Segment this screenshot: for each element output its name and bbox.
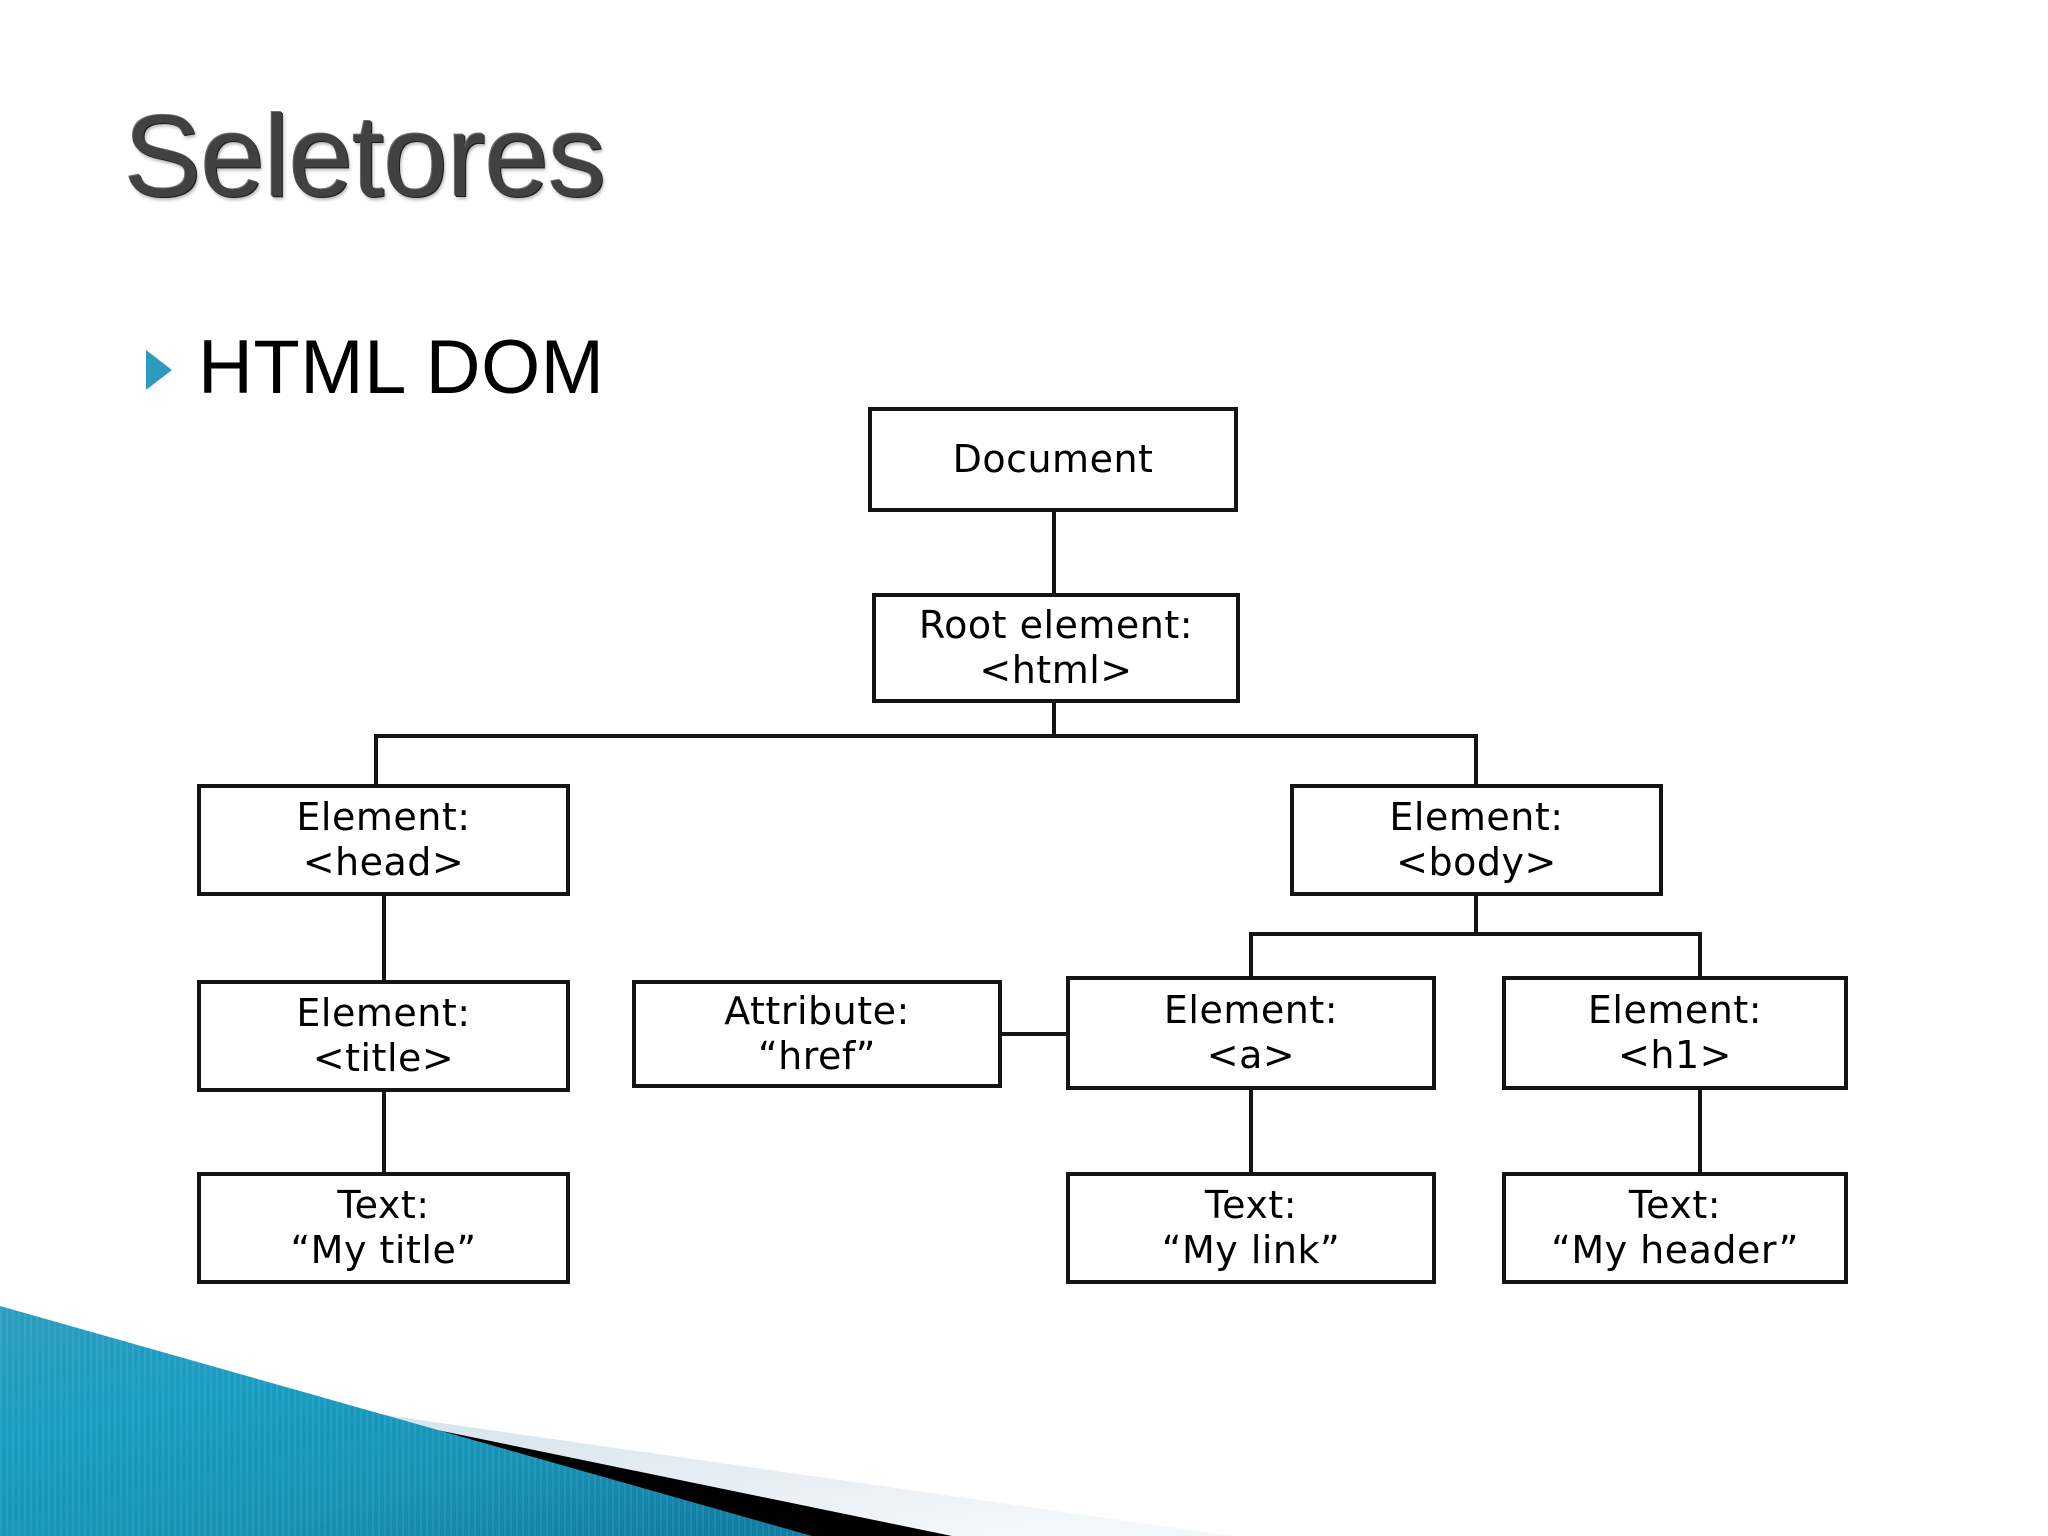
node-document: Document [868, 407, 1238, 512]
edge-h1-text [1698, 1090, 1702, 1176]
node-title-line2: <title> [312, 1036, 455, 1080]
node-head-line2: <head> [302, 840, 465, 884]
edge-html-body [1474, 734, 1478, 784]
edge-href-anchor [998, 1032, 1070, 1036]
node-body-line1: Element: [1389, 795, 1564, 840]
node-text-title: Text: “My title” [197, 1172, 570, 1284]
node-text-link: Text: “My link” [1066, 1172, 1436, 1284]
page-title: Seletores [124, 91, 606, 221]
node-anchor-line2: <a> [1206, 1033, 1296, 1077]
node-href-line2: “href” [757, 1034, 876, 1078]
edge-html-stem [1052, 702, 1056, 738]
bullet-list-item: HTML DOM [146, 330, 605, 406]
edge-body-h1 [1698, 932, 1702, 981]
bullet-item-label: HTML DOM [198, 325, 605, 410]
node-head-line1: Element: [296, 795, 471, 840]
node-text-header-line1: Text: [1628, 1183, 1722, 1228]
node-h1: Element: <h1> [1502, 976, 1848, 1090]
edge-head-title [382, 895, 386, 981]
node-h1-line2: <h1> [1618, 1033, 1732, 1077]
edge-document-html [1052, 512, 1056, 593]
edge-anchor-text [1249, 1090, 1253, 1176]
corner-teal-texture [0, 1306, 812, 1536]
node-text-title-line2: “My title” [290, 1228, 477, 1272]
node-href-line1: Attribute: [724, 989, 910, 1034]
node-body: Element: <body> [1290, 784, 1663, 896]
node-title: Element: <title> [197, 980, 570, 1092]
node-text-link-line1: Text: [1204, 1183, 1298, 1228]
edge-body-anchor [1249, 932, 1253, 981]
node-text-header-line2: “My header” [1551, 1228, 1799, 1272]
node-html-line2: <html> [979, 648, 1133, 692]
node-document-line1: Document [952, 437, 1154, 482]
triangle-right-icon [146, 350, 172, 390]
node-title-line1: Element: [296, 991, 471, 1036]
edge-html-bar [374, 734, 1478, 738]
node-html: Root element: <html> [872, 593, 1240, 703]
node-text-link-line2: “My link” [1161, 1228, 1341, 1272]
node-h1-line1: Element: [1587, 988, 1763, 1033]
node-anchor-line1: Element: [1163, 988, 1339, 1033]
node-href: Attribute: “href” [632, 980, 1002, 1088]
node-body-line2: <body> [1396, 840, 1557, 884]
bottom-left-corner-graphic [0, 1286, 1300, 1536]
edge-title-text [382, 1090, 386, 1176]
node-html-line1: Root element: [918, 603, 1194, 648]
node-anchor: Element: <a> [1066, 976, 1436, 1090]
node-head: Element: <head> [197, 784, 570, 896]
edge-body-bar [1249, 932, 1702, 936]
node-text-title-line1: Text: [337, 1183, 430, 1228]
edge-html-head [374, 734, 378, 784]
node-text-header: Text: “My header” [1502, 1172, 1848, 1284]
edge-body-stem [1474, 895, 1478, 936]
